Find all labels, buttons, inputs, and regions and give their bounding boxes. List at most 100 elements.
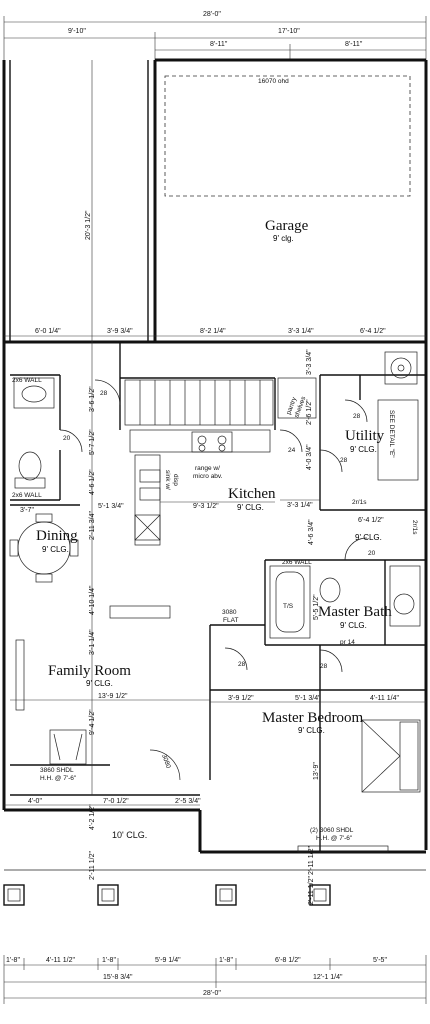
utility-name: Utility: [345, 428, 385, 444]
dim-top-left: 9'-10": [68, 28, 86, 35]
pantry: pantry shelves 24 3'-3 3/4" 4'-0 3/4" 2'…: [277, 349, 317, 470]
wall-2x6-c: 2x6 WALL: [282, 559, 312, 566]
window-bed-b: H.H. @ 7'-6": [316, 835, 353, 842]
master-bath-name: Master Bath: [318, 604, 392, 620]
door-28-e: 28: [320, 663, 328, 670]
utility: SEE DETAIL "E" Utility 9' CLG. 28 28: [319, 351, 419, 481]
dim-v-2-11c: 2'-11 1/2": [308, 845, 315, 875]
window-fam-a: 3860 SHDL: [40, 767, 74, 774]
dim-bot-1: 1'-8": [6, 957, 20, 964]
dim-v-5-7: 5'-7 1/2": [89, 429, 96, 455]
window-fam-b: H.H. @ 7'-6": [40, 775, 77, 782]
door-3080: 3080: [160, 753, 172, 769]
door-28-a: 28: [100, 390, 108, 397]
see-detail-label: SEE DETAIL "E": [388, 410, 395, 458]
dim-k-left: 5'-1 3/4": [98, 503, 124, 510]
stairs: 28: [94, 379, 274, 426]
dining: Dining 9' CLG. 3'-7" 4'-10 1/4" 2'-11 3/…: [9, 342, 96, 795]
dim-bed-1: 3'-9 1/2": [228, 695, 254, 702]
dim-garage-depth: 20'-3 1/2": [85, 210, 92, 240]
dim-v-5-5: 5'-5 1/2": [313, 594, 320, 620]
door-24: 24: [288, 447, 296, 454]
garage-door-label: 16070 ohd: [258, 78, 289, 85]
window-bed-a: (2) 3060 SHDL: [310, 827, 354, 834]
garage-ceiling: 9' clg.: [273, 234, 294, 243]
range-label: range w/: [195, 465, 220, 472]
ts-label: T/S: [283, 603, 294, 610]
dim-kitchen-w: 9'-3 1/2": [193, 503, 219, 510]
porch-ceiling: 10' CLG.: [112, 830, 147, 840]
dim-mid-1: 6'-0 1/4": [35, 328, 61, 335]
dim-porch-3: 2'-5 3/4": [175, 798, 201, 805]
kitchen-ceiling: 9' CLG.: [237, 503, 264, 512]
sink-label: sink w/: [164, 470, 171, 490]
garage: 16070 ohd Garage 9' clg. 20'-3 1/2": [85, 60, 411, 342]
dim-v-4-10: 4'-10 1/4": [89, 585, 96, 615]
dim-bed-3: 4'-11 1/4": [370, 695, 400, 702]
dim-bot-6: 6'-8 1/2": [275, 957, 301, 964]
dim-bot-2: 4'-11 1/2": [46, 957, 76, 964]
family-room-ceiling: 9' CLG.: [86, 679, 113, 688]
dim-top-right: 17'-10": [278, 28, 300, 35]
dim-kitchen-r: 3'-3 1/4": [287, 502, 313, 509]
disp-label: disp: [172, 474, 179, 486]
shelf-1: 2r/1s: [352, 499, 367, 506]
door-28-d: 28: [238, 661, 246, 668]
dim-v-9-4: 9'-4 1/2": [89, 709, 96, 735]
bottom-dimensions: 1'-8" 4'-11 1/2" 1'-8" 5'-9 1/4" 1'-8" 6…: [3, 955, 427, 1004]
dim-v-3-6: 3'-6 1/2": [89, 386, 96, 412]
mid-dimensions: 6'-0 1/4" 3'-9 3/4" 8'-2 1/4" 3'-3 1/4" …: [4, 328, 426, 337]
master-bedroom-ceiling: 9' CLG.: [298, 726, 325, 735]
master-bedroom: 3'-9 1/2" 5'-1 3/4" 4'-11 1/4" Master Be…: [210, 695, 426, 853]
wall-2x6-b: 2x6 WALL: [12, 492, 42, 499]
flat-label-b: FLAT: [223, 617, 238, 624]
dim-bed-2: 5'-1 3/4": [295, 695, 321, 702]
dim-v-2-11d: 2'-11 1/2": [308, 875, 315, 905]
powder-bath: 2x6 WALL 2x6 WALL 20: [12, 377, 83, 499]
master-bath-ceiling: 9' CLG.: [340, 621, 367, 630]
pr14-label: pr 14: [340, 639, 355, 646]
dim-v-3-1: 3'-1 1/4": [89, 629, 96, 655]
kitchen: range w/ micro abv. sink w/ disp Kitchen…: [98, 429, 320, 546]
master-closet: 6'-4 1/2" 2r/1s 2r/1s 9' CLG. 20 4'-6 3/…: [89, 499, 418, 655]
dim-bot-left: 15'-8 3/4": [103, 974, 133, 981]
dim-bot-4: 5'-9 1/4": [155, 957, 181, 964]
dim-v-2-6: 2'-6 1/2": [306, 399, 313, 425]
dim-mid-2: 3'-9 3/4": [107, 328, 133, 335]
dim-porch-1: 4'-0": [28, 798, 42, 805]
dim-v-3-3-4: 3'-3 3/4": [306, 349, 313, 375]
dim-dining-w: 3'-7": [20, 507, 34, 514]
dim-v-13-9: 13'-9": [313, 762, 320, 780]
dim-bot-5: 1'-8": [219, 957, 233, 964]
dim-mid-5: 6'-4 1/2": [360, 328, 386, 335]
dim-mid-3: 8'-2 1/4": [200, 328, 226, 335]
garage-name: Garage: [265, 218, 309, 234]
dim-fam-w: 13'-9 1/2": [98, 693, 128, 700]
flat-label-a: 3080: [222, 609, 237, 616]
dining-name: Dining: [36, 528, 78, 544]
door-20-b: 20: [368, 550, 376, 557]
top-dimensions: 28'-0" 9'-10" 17'-10" 8'-11" 8'-11": [3, 11, 427, 60]
master-bath: T/S 2x6 WALL Master Bath 9' CLG. pr 14 5…: [269, 559, 421, 646]
door-20-a: 20: [63, 435, 71, 442]
dim-overall-bottom: 28'-0": [203, 990, 221, 997]
dim-util-w: 6'-4 1/2": [358, 517, 384, 524]
dim-v-4-6: 4'-6 1/2": [89, 469, 96, 495]
porch: 4'-0" 7'-0 1/2" 2'-5 3/4" 10' CLG. 4'-2 …: [3, 798, 426, 906]
dim-v-4-6b: 4'-6 3/4": [308, 519, 315, 545]
shelf-2: 2r/1s: [411, 520, 418, 535]
wall-2x6-a: 2x6 WALL: [12, 377, 42, 384]
utility-ceiling: 9' CLG.: [350, 445, 377, 454]
family-room: Family Room 9' CLG. 13'-9 1/2" 9'-4 1/2"…: [10, 605, 210, 782]
family-room-name: Family Room: [48, 663, 131, 679]
dim-mid-4: 3'-3 1/4": [288, 328, 314, 335]
dim-garage-right: 8'-11": [345, 41, 363, 48]
master-bedroom-name: Master Bedroom: [262, 710, 364, 726]
kitchen-name: Kitchen: [228, 486, 276, 502]
dim-bot-3: 1'-8": [102, 957, 116, 964]
dim-overall-top: 28'-0": [203, 11, 221, 18]
dim-garage-left: 8'-11": [210, 41, 228, 48]
dim-v-2-11: 2'-11 3/4": [89, 510, 96, 540]
dim-bot-right: 12'-1 1/4": [313, 974, 343, 981]
